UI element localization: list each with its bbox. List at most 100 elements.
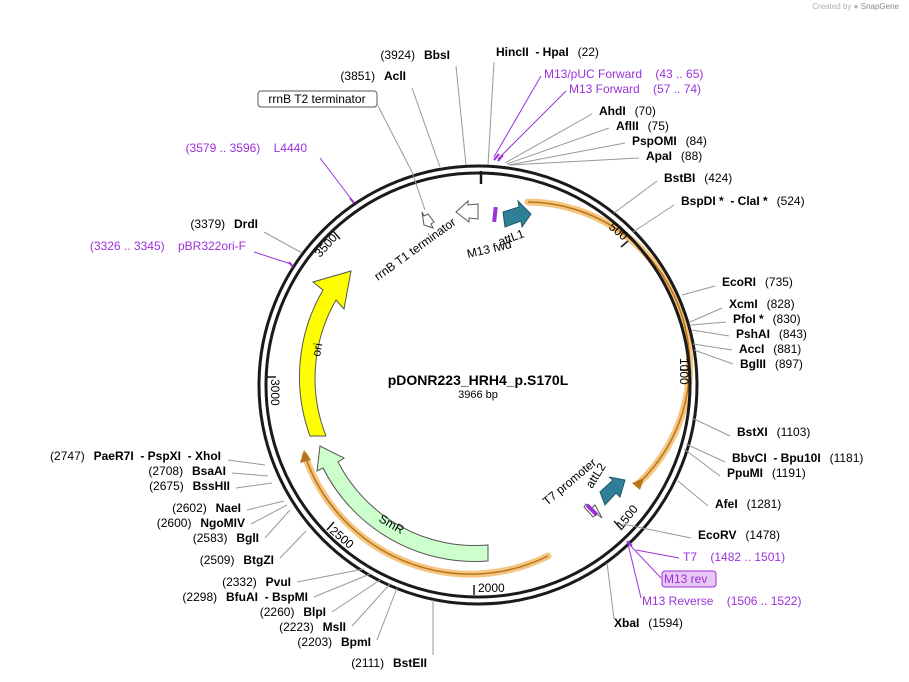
site-leader-line (235, 482, 273, 489)
site-position: (2260) (260, 605, 295, 619)
site-position: (2203) (297, 635, 332, 649)
ticks (266, 230, 690, 595)
primer-t7[interactable]: T7 (1482 .. 1501) (635, 549, 785, 564)
site-position: (830) (773, 312, 801, 326)
site-leader-line (606, 562, 615, 620)
site-bglii[interactable]: BglII (897) (693, 349, 803, 372)
site-leader-line (693, 349, 734, 365)
primer-position: (57 .. 74) (653, 82, 701, 96)
primer-m13-forward[interactable]: M13 Forward (57 .. 74) (497, 82, 701, 160)
rrnb-t1-arrow[interactable] (455, 199, 479, 224)
plasmid-length: 3966 bp (458, 389, 498, 401)
site-bfuai[interactable]: (2298) BfuAI - BspMI (182, 573, 371, 605)
site-hincii[interactable]: HincII - HpaI (22) (487, 43, 599, 166)
site-position: (2602) (172, 501, 207, 515)
site-pvui[interactable]: (2332) PvuI (222, 568, 365, 590)
site-drdi[interactable]: (3379) DrdI (190, 215, 303, 254)
smr-arrow[interactable] (316, 445, 489, 562)
site-label: PpuMI (1191) (727, 464, 806, 481)
site-name: BglI (236, 531, 259, 545)
rrnb-t2-label: rrnB T2 terminator (268, 92, 365, 106)
site-bpmi[interactable]: (2203) BpmI (297, 587, 398, 650)
primer-label: (3326 .. 3345) pBR322ori-F (90, 239, 246, 253)
site-position: (1191) (772, 466, 806, 480)
attl1-arrow[interactable] (502, 199, 532, 229)
site-position: (2111) (351, 656, 384, 670)
site-name: BpmI (341, 635, 371, 649)
site-name: BstEII (393, 656, 427, 670)
rrnb-t2-arrow[interactable] (421, 211, 435, 229)
tick-label-3000: 3000 (268, 379, 282, 406)
site-name: BfuAI - BspMI (226, 590, 308, 604)
site-position: (897) (775, 357, 803, 371)
site-label: (2260) BlpI (260, 603, 326, 620)
site-msli[interactable]: (2223) MslI (279, 583, 391, 635)
site-position: (2600) (157, 516, 192, 530)
site-ecorv[interactable]: EcoRV (1478) (622, 523, 780, 543)
primer-pbr322ori-f[interactable]: (3326 .. 3345) pBR322ori-F (90, 239, 292, 265)
site-name: PshAI (736, 327, 770, 341)
site-ahdi[interactable]: AhdI (70) (504, 102, 656, 164)
site-afei[interactable]: AfeI (1281) (677, 480, 781, 512)
tick-mark-3500 (332, 230, 341, 240)
primer-l4440[interactable]: (3579 .. 3596) L4440 (186, 141, 353, 201)
site-pspomi[interactable]: PspOMI (84) (508, 132, 707, 166)
site-btgzi[interactable]: (2509) BtgZI (200, 530, 307, 568)
attl2-arrow[interactable] (599, 476, 626, 506)
site-xbai[interactable]: XbaI (1594) (606, 562, 683, 631)
site-name: PspOMI (632, 134, 677, 148)
site-name: PpuMI (727, 466, 763, 480)
site-bstbi[interactable]: BstBI (424) (613, 169, 732, 214)
primer-leader-line (319, 157, 353, 201)
site-label: XbaI (1594) (614, 614, 683, 631)
site-ppumi[interactable]: PpuMI (1191) (683, 448, 806, 481)
m13fwd-marker[interactable] (492, 206, 498, 223)
site-ecori[interactable]: EcoRI (735) (681, 273, 793, 296)
rrnb-t1-feature[interactable]: rrnB T1 terminator (372, 199, 479, 283)
site-bsaai[interactable]: (2708) BsaAI (148, 462, 269, 479)
site-position: (843) (779, 327, 807, 341)
site-paer7i[interactable]: (2747) PaeR7I - PspXI - XhoI (50, 447, 266, 466)
tick-mark-2500 (326, 521, 335, 531)
primer-label: M13 rev (664, 572, 707, 586)
attl2-feature[interactable]: T7 promoter attL2 (540, 456, 626, 519)
site-label: (2509) BtgZI (200, 551, 274, 568)
primer-m13-puc-forward[interactable]: M13/pUC Forward (43 .. 65) (493, 67, 703, 158)
site-ngomiv[interactable]: (2600) NgoMIV (157, 504, 288, 531)
site-leader-line (613, 180, 658, 214)
rrnb-t2-callout[interactable]: rrnB T2 terminator (257, 90, 426, 211)
site-pshai[interactable]: PshAI (843) (691, 325, 807, 342)
site-acli[interactable]: (3851) AclI (340, 67, 441, 168)
site-xcmi[interactable]: XcmI (828) (689, 295, 795, 323)
site-apai[interactable]: ApaI (88) (509, 147, 702, 166)
primer-m13-reverse[interactable]: M13 Reverse (1506 .. 1522) (627, 543, 801, 608)
site-label: (3924) BbsI (380, 46, 450, 63)
ori-feature[interactable]: ori (299, 270, 352, 437)
site-blpi[interactable]: (2260) BlpI (260, 579, 381, 620)
site-naei[interactable]: (2602) NaeI (172, 499, 285, 516)
primer-m13-rev[interactable]: M13 rev (627, 542, 717, 588)
site-aflii[interactable]: AflII (75) (506, 117, 669, 165)
m13rev-marker[interactable] (585, 503, 599, 517)
site-label: (2747) PaeR7I - PspXI - XhoI (50, 447, 221, 464)
site-bstxi[interactable]: BstXI (1103) (691, 417, 810, 440)
rrnb-t2-leader-2 (411, 171, 426, 211)
site-label: BspDI * - ClaI * (524) (681, 192, 805, 209)
site-acci[interactable]: AccI (881) (692, 340, 801, 357)
site-bgli[interactable]: (2583) BglI (193, 509, 291, 546)
site-name: BtgZI (243, 553, 274, 567)
site-position: (828) (767, 297, 795, 311)
site-bsteii[interactable]: (2111) BstEII (351, 600, 434, 671)
site-position: (424) (704, 171, 732, 185)
primer-leader-line (497, 90, 567, 160)
site-bbvci[interactable]: BbvCI - Bpu10I (1181) (685, 443, 863, 466)
ori-arrow[interactable] (299, 270, 352, 437)
site-bsshii[interactable]: (2675) BssHII (149, 477, 273, 494)
primer-box (661, 570, 717, 588)
primer-binding-mark (626, 540, 633, 547)
site-bspdi[interactable]: BspDI * - ClaI * (524) (632, 192, 805, 233)
site-pfoi[interactable]: PfoI * (830) (690, 310, 801, 327)
site-bbsi[interactable]: (3924) BbsI (380, 46, 467, 166)
site-leader-line (411, 87, 441, 168)
